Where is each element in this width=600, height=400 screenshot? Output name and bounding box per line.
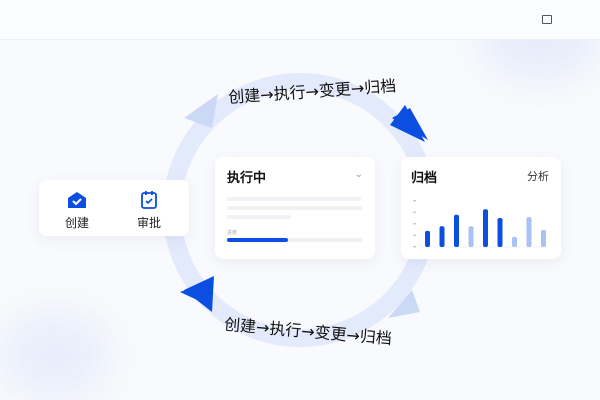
y-tick: [413, 223, 416, 225]
create-button[interactable]: 创建: [65, 190, 89, 231]
progress-fill: [227, 238, 289, 242]
bar: [512, 236, 517, 247]
arrow-head: [390, 105, 425, 142]
comment-icon[interactable]: [542, 15, 552, 24]
house-check-icon: [68, 192, 86, 208]
analyze-link[interactable]: 分析: [527, 170, 549, 183]
calendar-check-icon: [141, 191, 157, 209]
progress-label: 进度: [227, 230, 238, 236]
chevron-down-icon[interactable]: ⌄: [354, 169, 363, 180]
create-label: 创建: [65, 216, 90, 230]
bar: [483, 209, 488, 247]
skeleton-line: [227, 215, 291, 219]
progress-bar: [227, 238, 363, 242]
arrow-head: [184, 276, 214, 312]
bar: [497, 218, 503, 247]
y-tick: [413, 200, 416, 202]
skeleton-line: [227, 206, 363, 210]
executing-title: 执行中: [227, 171, 267, 186]
y-tick: [413, 246, 416, 248]
bar-chart: [413, 200, 546, 248]
bar: [439, 226, 445, 247]
bg-blob: [0, 310, 110, 400]
archive-card: 归档 分析: [401, 157, 561, 259]
bar: [425, 230, 430, 247]
approve-button[interactable]: 审批: [137, 190, 161, 231]
top-bar: [0, 0, 600, 40]
y-tick: [413, 211, 416, 213]
skeleton-line: [227, 197, 361, 201]
bar: [468, 226, 474, 247]
arrow-icon-bottom-right: [388, 290, 420, 318]
action-card: 创建 审批: [39, 180, 189, 236]
bar: [454, 214, 459, 247]
arrow-icon-top-left: [184, 94, 218, 128]
y-tick: [413, 234, 416, 236]
approve-label: 审批: [137, 216, 162, 230]
archive-title: 归档: [411, 171, 438, 186]
bar: [526, 217, 532, 247]
bar: [541, 229, 546, 247]
executing-card: 执行中 ⌄ 进度: [215, 157, 375, 259]
